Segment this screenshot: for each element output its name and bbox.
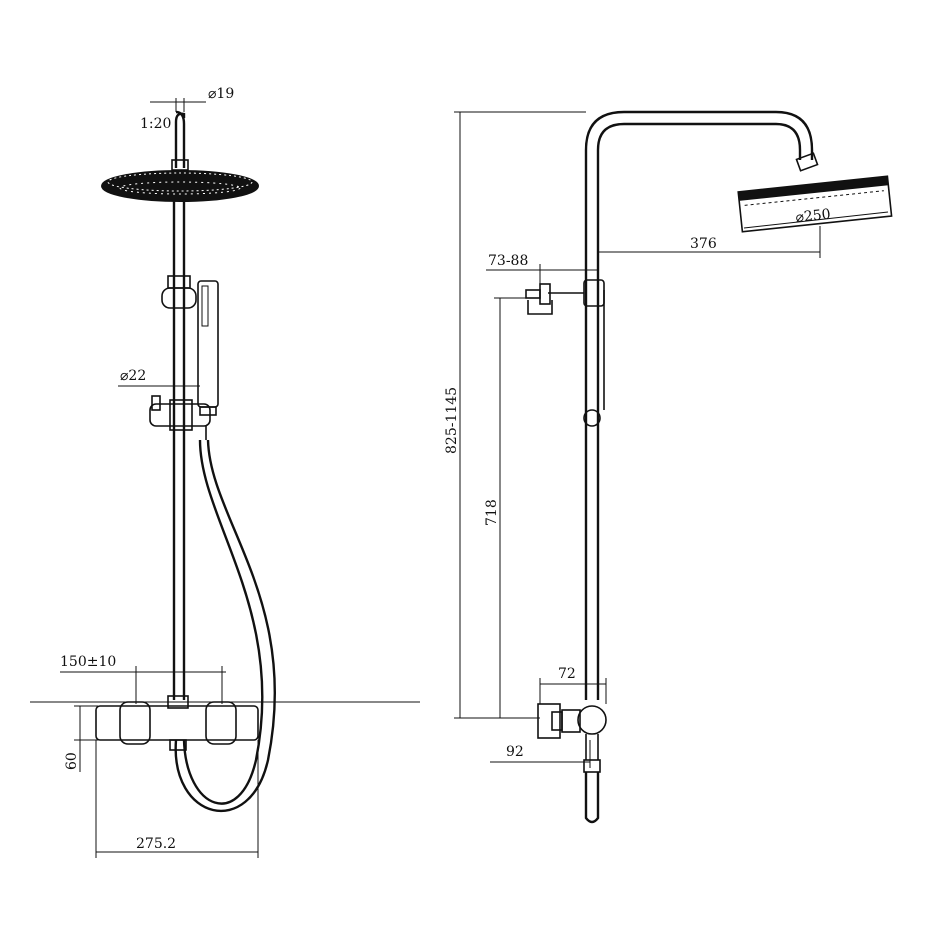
dim-head-diameter: ⌀250 xyxy=(743,206,889,229)
side-view: ⌀250 376 73-88 825-1145 718 xyxy=(444,110,893,824)
dim-mixer-height: 60 xyxy=(64,705,98,772)
side-head-swivel xyxy=(795,152,819,172)
mixer-width-label: 275.2 xyxy=(136,836,176,852)
dim-bracket-offset: 73-88 xyxy=(486,253,598,286)
dim-rail-diameter: ⌀22 xyxy=(118,368,200,387)
side-arch-inner xyxy=(596,122,802,700)
front-shower-head xyxy=(101,170,259,202)
total-height-label: 825-1145 xyxy=(444,387,460,454)
front-view: ⌀19 1:20 ⌀22 150±10 60 275.2 xyxy=(30,86,420,858)
side-upper-bracket xyxy=(525,279,605,315)
front-hand-shower xyxy=(197,280,219,416)
front-slider-holder xyxy=(149,395,211,440)
front-top-pipe-outer xyxy=(175,110,186,168)
inlet-spacing-label: 150±10 xyxy=(60,654,116,670)
inlet-depth-label: 72 xyxy=(558,666,576,682)
side-slider-knob xyxy=(583,409,601,427)
top-pipe-diameter-label: ⌀19 xyxy=(208,86,234,102)
dim-inlet-spacing: 150±10 xyxy=(60,654,226,704)
dim-inlet-depth: 72 xyxy=(539,666,607,704)
mixer-height-label: 60 xyxy=(64,752,80,770)
front-upper-bracket xyxy=(161,275,197,309)
dim-arm-reach: 376 xyxy=(598,226,821,258)
dim-mixer-width: 275.2 xyxy=(95,740,259,858)
dim-top-pipe-diameter: ⌀19 xyxy=(150,86,234,112)
rail-length-label: 718 xyxy=(484,499,500,526)
side-shower-head xyxy=(737,175,893,233)
rail-diameter-label: ⌀22 xyxy=(120,368,146,384)
slope-label: 1:20 xyxy=(140,116,171,132)
dim-mixer-projection: 92 xyxy=(490,740,591,768)
front-swivel-joint xyxy=(171,159,189,171)
front-hose-outer xyxy=(174,439,277,813)
dim-rail-length: 718 xyxy=(484,297,526,718)
side-arch-outer xyxy=(584,110,814,700)
side-mixer xyxy=(537,703,607,824)
dim-total-height: 825-1145 xyxy=(444,111,586,719)
mixer-projection-label: 92 xyxy=(506,744,524,760)
arm-reach-label: 376 xyxy=(690,236,717,252)
front-hose-inner xyxy=(182,439,264,805)
front-top-pipe xyxy=(174,112,186,168)
bracket-offset-label: 73-88 xyxy=(488,253,528,269)
head-diameter-label: ⌀250 xyxy=(795,206,832,226)
